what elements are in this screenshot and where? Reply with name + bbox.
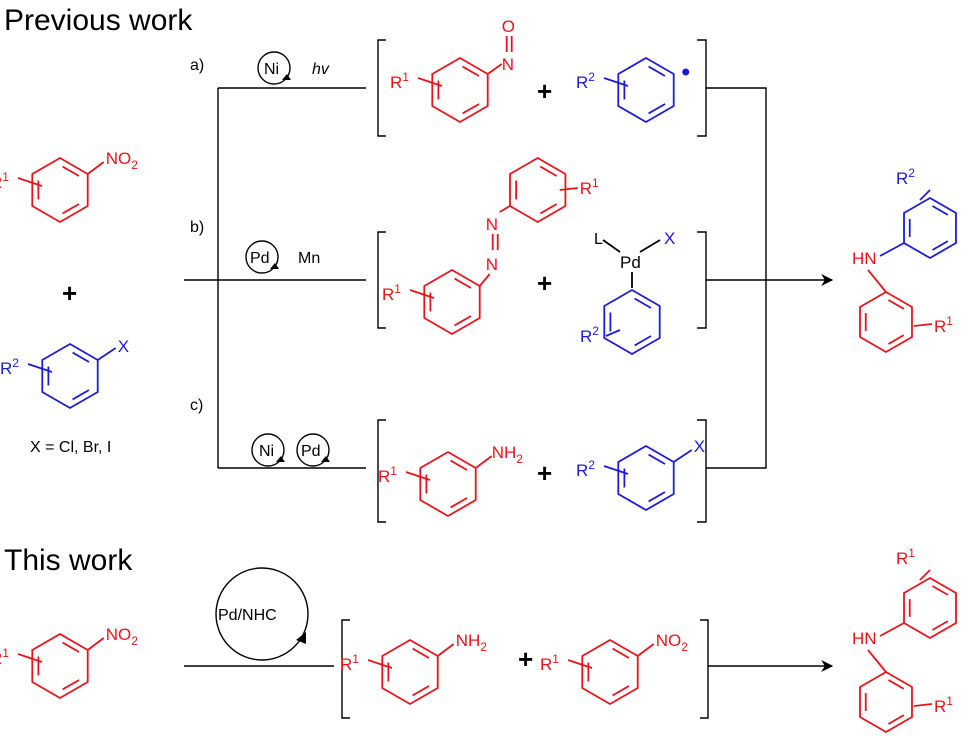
radical-dot [682,68,690,76]
substituent-label: R1 [340,652,359,674]
aryl-halide-c: R2 X [576,437,705,512]
amine-nh: HN [852,249,877,268]
substituent-label: R2 [576,458,595,480]
svg-text:Pd: Pd [301,443,321,460]
substituent-label: R2 [0,356,19,378]
x-definition: X = Cl, Br, I [30,439,111,456]
svg-text:Pd/NHC: Pd/NHC [218,607,277,624]
plus-b: + [537,268,552,298]
substituent-label: R1 [896,546,915,568]
route-lines [184,87,767,469]
this-work-lines [184,619,709,719]
substituent-label: R1 [934,314,953,336]
nitro-group: NO2 [106,149,139,172]
pd-aryl-ring: R2 [580,288,661,356]
azo-n-lower: N [486,255,498,274]
mn-condition: Mn [298,250,320,267]
ni-cycle-icon: Ni [257,51,291,85]
nitroso-o: O [502,17,515,36]
route-c-label: c) [190,397,203,414]
aryl-halide-molecule: R2 X [0,337,129,410]
azo-n-upper: N [486,215,498,234]
light-condition: hv [312,61,330,78]
product-lower-ring: R1 [859,670,953,734]
substituent-label: R1 [378,464,397,486]
substituent-label: R1 [934,694,953,716]
svg-text:Ni: Ni [264,61,279,78]
substituent-label: R2 [896,166,915,188]
product-upper-ring: R2 [896,166,957,260]
substituent-label: R2 [580,324,599,346]
aniline-molecule: R1 NH2 [378,443,524,518]
molecules: R1NO2R2XR1NOR2R1NNR1PdLXR2R1NH2R2XR2HNR1… [0,17,957,734]
product-lower-ring: R1 [859,290,953,354]
plus-reactants: + [62,278,77,308]
route-a-label: a) [190,57,204,74]
heading-previous-work: Previous work [4,4,193,37]
ni-cycle-icon-c: Ni [251,433,285,467]
route-b-label: b) [190,219,204,236]
nitro-group-tw2: NO2 [656,631,689,654]
product-upper-ring: R1 [896,546,957,640]
halide-label: X [118,337,129,356]
pd-center: Pd [620,253,641,272]
pd-cycle-icon: Pd [245,240,279,274]
substituent-label: R1 [580,176,599,198]
substituent-label: R1 [390,70,409,92]
palladium-complex: Pd L X [594,229,675,288]
aryl-radical-molecule: R2 [576,56,690,124]
nitroarene-molecule: R1 NO2 [0,149,139,224]
svg-text:Pd: Pd [250,250,270,267]
pd-cycle-icon-c: Pd [296,433,330,467]
brackets [377,39,707,523]
svg-text:Ni: Ni [259,443,274,460]
nitro-group-tw: NO2 [106,625,139,648]
pd-halide: X [664,229,675,248]
aniline-this-work: R1 NH2 [340,631,488,706]
pd-nhc-cycle-icon: Pd/NHC [215,567,309,661]
nitroso-n: N [502,55,514,74]
nitroarene-this-work-2: R1 NO2 [540,631,689,706]
plus-c: + [537,458,552,488]
substituent-label: R1 [0,646,9,668]
substituent-label: R2 [576,70,595,92]
nitrosoarene-molecule: R1 NO [390,17,515,124]
nitroarene-this-work: R1 NO2 [0,625,139,700]
azoarene-molecule: R1 N N [382,205,511,336]
substituent-label: R1 [0,170,9,192]
halide-c: X [694,437,705,456]
amino-group: NH2 [492,443,524,466]
plus-a: + [537,76,552,106]
heading-this-work: This work [4,544,133,577]
amine-nh: HN [852,629,877,648]
amino-group-tw: NH2 [456,631,488,654]
plus-this-work: + [518,644,533,674]
ligand-label: L [594,231,603,248]
substituent-label: R1 [382,282,401,304]
azo-upper-ring: R1 [509,156,599,224]
substituent-label: R1 [540,652,559,674]
